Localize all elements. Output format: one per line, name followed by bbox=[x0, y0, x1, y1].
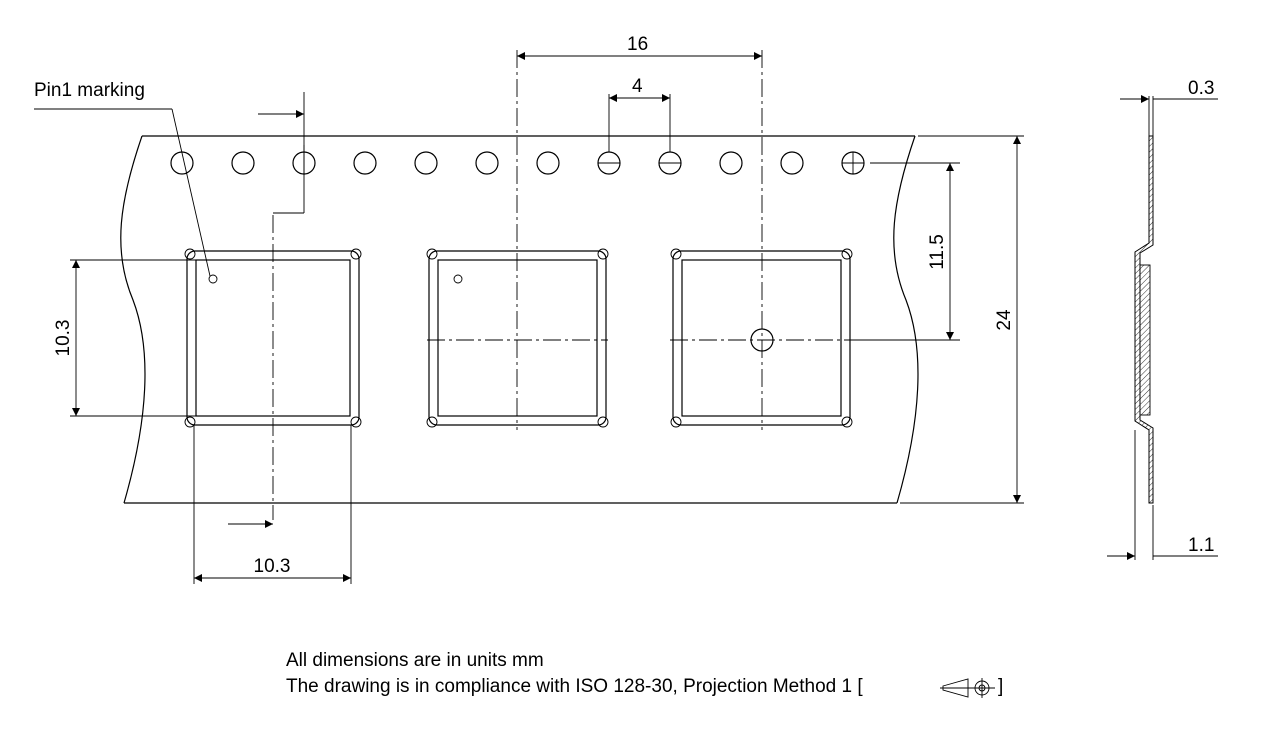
label-dim-4: 4 bbox=[632, 76, 643, 97]
label-dim-10-3-width: 10.3 bbox=[254, 556, 291, 577]
label-dim-10-3-height: 10.3 bbox=[53, 320, 74, 357]
dim-pocket-width bbox=[193, 425, 352, 584]
projection-method-symbol bbox=[940, 678, 995, 698]
pin1-leader bbox=[34, 108, 211, 277]
label-dim-24: 24 bbox=[994, 309, 1015, 331]
note-iso-suffix: ] bbox=[998, 676, 1003, 697]
pin1-dot bbox=[208, 274, 218, 284]
carrier-tape-outline bbox=[120, 135, 919, 504]
dim-pocket-height bbox=[70, 259, 196, 417]
dim-hole-pitch bbox=[608, 94, 671, 152]
sprocket-holes bbox=[170, 145, 865, 175]
label-dim-11-5: 11.5 bbox=[927, 234, 948, 270]
label-pin1-marking: Pin1 marking bbox=[34, 80, 145, 101]
note-units: All dimensions are in units mm bbox=[286, 650, 544, 671]
dim-tape-width bbox=[900, 135, 1024, 504]
pocket-3 bbox=[670, 248, 853, 428]
label-dim-0-3: 0.3 bbox=[1188, 78, 1214, 99]
note-iso-prefix: The drawing is in compliance with ISO 12… bbox=[286, 676, 863, 697]
pocket-2 bbox=[426, 248, 609, 428]
center-lines bbox=[272, 50, 852, 520]
dim-hole-to-center bbox=[852, 162, 960, 341]
label-dim-16: 16 bbox=[627, 34, 648, 55]
side-section-view bbox=[1107, 95, 1218, 560]
hole-to-pocket-offset bbox=[228, 92, 305, 528]
label-dim-1-1: 1.1 bbox=[1188, 535, 1214, 556]
